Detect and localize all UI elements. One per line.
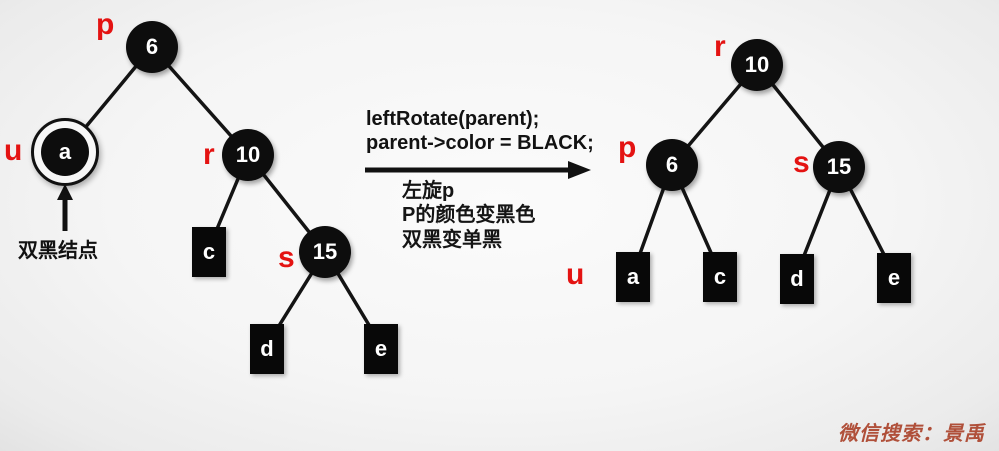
double-black-annotation: 双黑结点 [18,240,98,262]
code-line-1: leftRotate(parent); [366,108,540,130]
note-double-to-single: 双黑变单黑 [402,229,502,251]
left-node-6: 6 [126,21,178,73]
right-label-p: p [618,131,637,164]
transition-arrow-head [568,161,591,179]
transition-arrow-icon [365,161,591,179]
left-label-p: p [96,8,115,41]
code-line-2: parent->color = BLACK; [366,132,594,154]
left-label-u: u [4,134,23,167]
double-black-pointer-arrow-icon [57,184,73,231]
left-node-e: e [364,324,398,374]
left-tree-edges [63,45,383,347]
pointer-arrow-head [57,184,73,200]
left-node-a-double-black: a [31,118,99,186]
left-label-r: r [203,138,215,171]
left-node-10: 10 [222,129,274,181]
left-node-a: a [41,128,89,176]
right-node-10: 10 [731,39,783,91]
right-node-c: c [703,252,737,302]
note-left-rotate: 左旋p [402,180,455,202]
right-node-6: 6 [646,139,698,191]
left-node-15: 15 [299,226,351,278]
right-label-s: s [793,146,810,179]
right-label-r: r [714,30,726,63]
watermark-text: 微信搜索：景禹 [838,421,985,445]
note-color-black: P的颜色变黑色 [402,204,536,226]
left-node-c: c [192,227,226,277]
right-node-a: a [616,252,650,302]
right-label-u: u [566,258,585,291]
right-node-d: d [780,254,814,304]
right-node-e: e [877,253,911,303]
left-node-d: d [250,324,284,374]
left-label-s: s [278,241,295,274]
right-node-15: 15 [813,141,865,193]
